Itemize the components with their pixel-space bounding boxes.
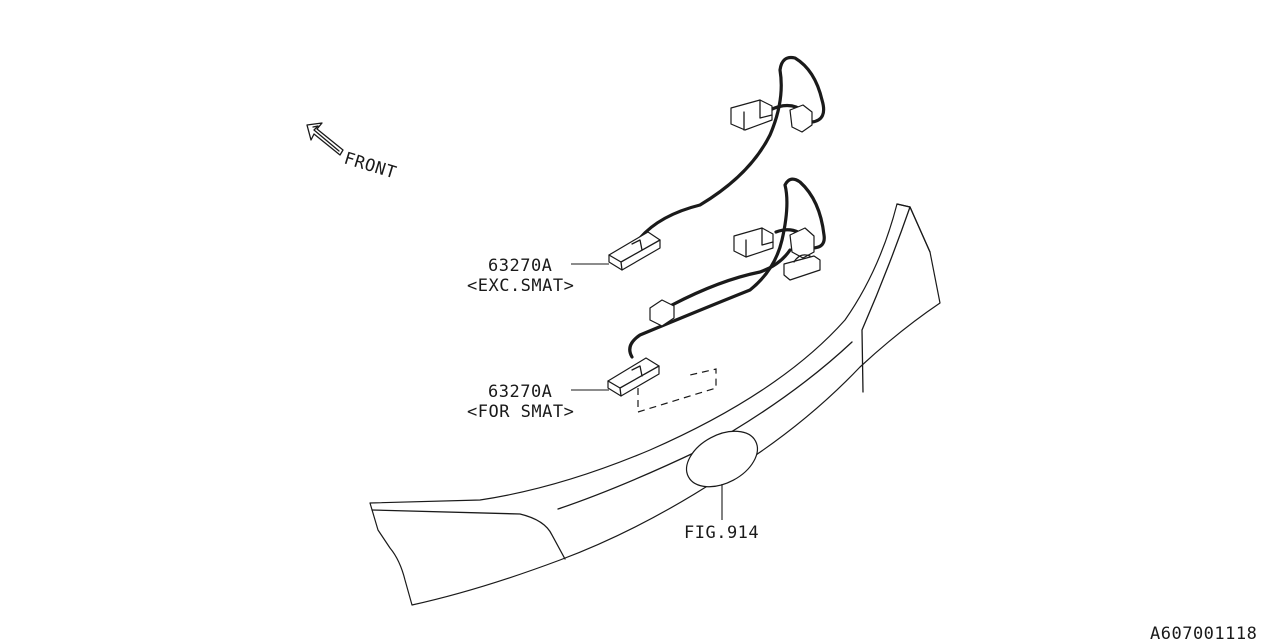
lower-connector-icon [733,227,774,258]
upper-connector-icon [730,99,773,131]
callout-1-part-number: 63270A [488,256,552,276]
rear-garnish-panel [369,203,941,606]
lower-bracket-icon [783,255,821,281]
front-label: FRONT [342,149,399,184]
callout-2-note: <FOR SMAT> [467,402,574,422]
drawing-id: A607001118 [1150,624,1257,640]
lower-switch-icon [607,357,660,397]
upper-wire-harness [608,55,826,271]
front-arrow-icon [306,122,344,156]
lower-socket-icon [789,227,815,259]
upper-socket-icon [789,104,813,133]
emblem-oval [686,430,758,488]
callout-2-part-number: 63270A [488,382,552,402]
figure-reference: FIG.914 [684,523,759,543]
lower-wire-harness [607,177,826,397]
upper-switch-icon [608,231,661,271]
callout-1-note: <EXC.SMAT> [467,276,574,296]
mounting-outline [637,368,717,413]
hexagon-connector-icon [649,299,675,327]
